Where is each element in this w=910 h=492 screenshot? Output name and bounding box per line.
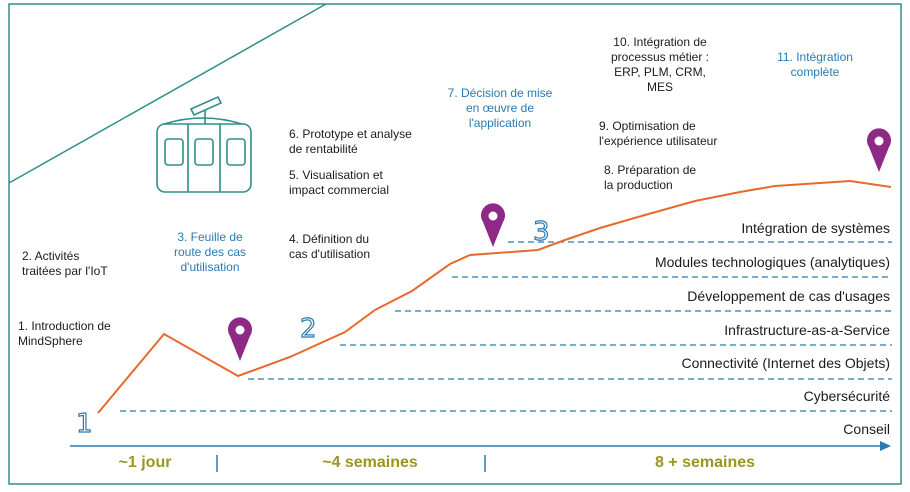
step-label-7: 7. Décision de mise en œuvre de l'applic… xyxy=(447,86,553,130)
frame-border xyxy=(8,3,902,485)
layer-label-cybersecurity: Cybersécurité xyxy=(803,388,890,404)
milestone-number: 3 xyxy=(533,217,550,247)
layer-label-consulting: Conseil xyxy=(843,421,890,437)
cable-car-icon xyxy=(156,95,252,193)
step-label-4: 4. Définition du cas d'utilisation xyxy=(289,232,370,261)
layer-label-integration: Intégration de systèmes xyxy=(741,220,890,236)
phase-label-1: ~1 jour xyxy=(118,454,172,471)
roadmap-path xyxy=(97,179,892,414)
step-label-9: 9. Optimisation de l'expérience utilisat… xyxy=(599,119,718,148)
location-pin-icon xyxy=(481,203,505,247)
phase-label-3: 8 + semaines xyxy=(654,454,756,471)
step-label-11: 11. Intégration complète xyxy=(777,50,853,79)
step-label-6: 6. Prototype et analyse de rentabilité xyxy=(289,127,412,156)
axis-arrow xyxy=(880,441,891,451)
milestone-number: 1 xyxy=(76,409,93,439)
layer-label-use-cases: Développement de cas d'usages xyxy=(687,288,890,304)
location-pin-icon xyxy=(867,128,891,172)
step-label-1: 1. Introduction de MindSphere xyxy=(18,319,111,348)
step-label-8: 8. Préparation de la production xyxy=(604,163,697,192)
milestone-number: 2 xyxy=(300,314,317,344)
layer-label-iaas: Infrastructure-as-a-Service xyxy=(724,322,890,338)
step-label-3: 3. Feuille de route des cas d'utilisatio… xyxy=(173,230,247,274)
layer-label-modules: Modules technologiques (analytiques) xyxy=(654,254,890,270)
step-label-5: 5. Visualisation et impact commercial xyxy=(289,168,390,197)
step-label-10: 10. Intégration de processus métier : ER… xyxy=(610,35,710,94)
layer-label-connectivity: Connectivité (Internet des Objets) xyxy=(681,355,890,371)
layer-lines xyxy=(120,241,892,412)
cable-line xyxy=(8,3,327,184)
step-label-2: 2. Activités traitées par l'IoT xyxy=(22,249,108,278)
location-pin-icon xyxy=(228,317,252,361)
phase-label-2: ~4 semaines xyxy=(322,454,418,471)
